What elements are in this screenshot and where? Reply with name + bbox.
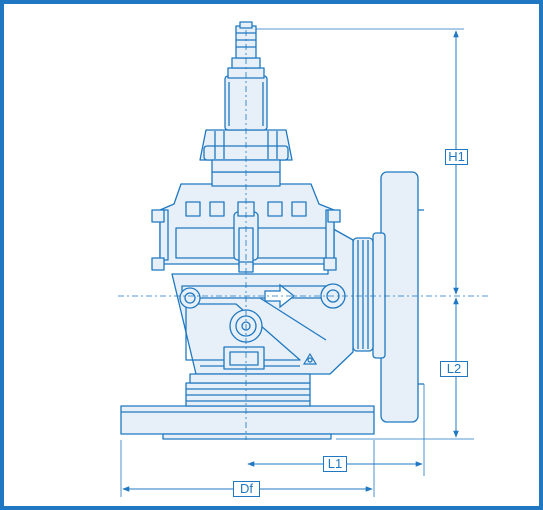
- bottom-neck: [185, 382, 311, 407]
- dimension-label-l2: L2: [440, 361, 468, 377]
- dimension-label-l1: L1: [323, 456, 347, 472]
- bottom-flange: [120, 405, 375, 440]
- diaphragm-housing: [151, 171, 341, 273]
- dimension-label-df: Df: [233, 481, 260, 497]
- dimension-label-h1: H1: [445, 149, 468, 165]
- recycle-icon: [302, 352, 318, 365]
- side-flange: [352, 171, 424, 423]
- flow-direction-arrow-icon: [264, 283, 296, 309]
